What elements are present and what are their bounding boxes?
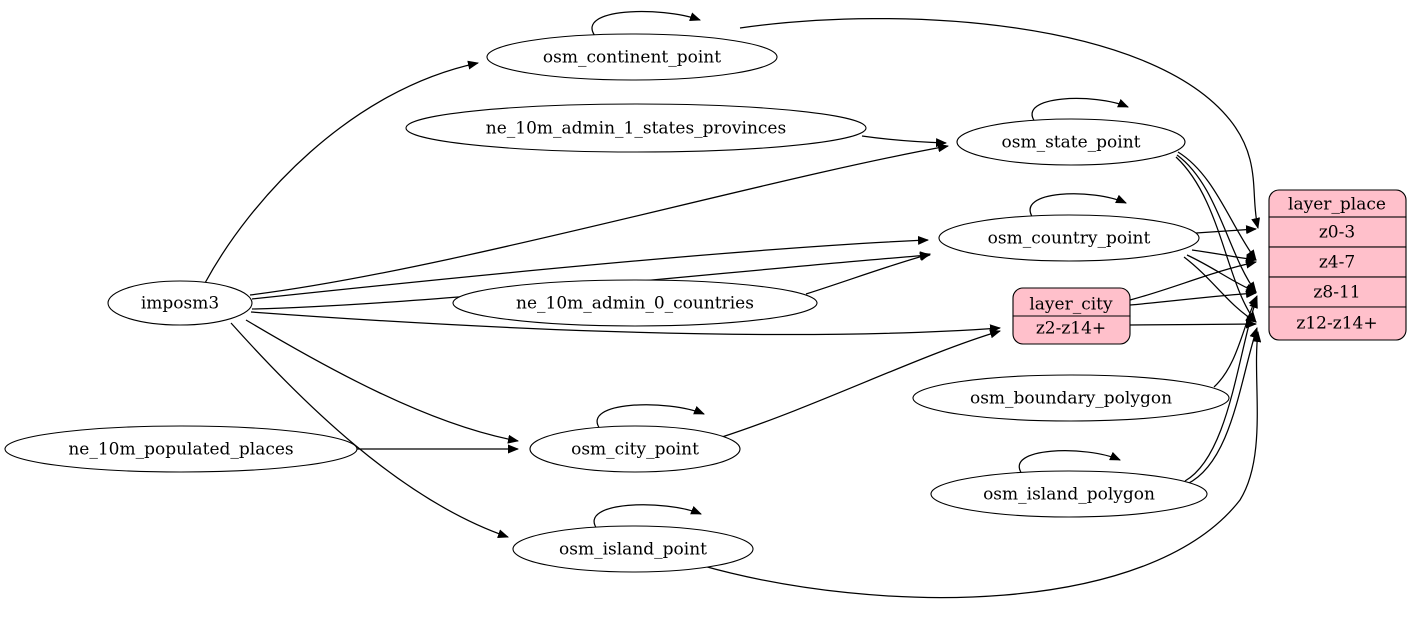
layer_city-header-label: layer_city (1029, 295, 1113, 315)
layer_place-z0-3-label: z0-3 (1319, 223, 1355, 243)
node-layer_city[interactable]: layer_city z2-z14+ (1012, 287, 1131, 345)
edge-osm_state_point-to-layer_place-z4-7 (1177, 151, 1257, 261)
node-layer_place[interactable]: layer_place z0-3 z4-7 z8-11 z12-z14+ (1268, 189, 1407, 341)
node-label-osm_boundary_polygon: osm_boundary_polygon (970, 389, 1172, 409)
layer_place-header-label: layer_place (1288, 195, 1386, 215)
edge-osm_city_point-to-layer_city-z2 (721, 329, 1001, 438)
edge-ne_admin_1-to-osm_state_point (861, 135, 947, 148)
edge-ne_admin_0-to-osm_country_point (805, 252, 931, 295)
edge-osm_country_point-to-layer_place-z0-3 (1195, 225, 1257, 235)
edge-osm_continent_point-self-loop (591, 10, 701, 37)
layer_place-z4-7-cell[interactable] (1268, 246, 1407, 278)
node-osm_state_point[interactable]: osm_state_point (956, 118, 1186, 166)
edge-osm_island_polygon-self-loop (1018, 450, 1121, 475)
layer_city-z2-cell[interactable] (1012, 315, 1131, 345)
node-osm_city_point[interactable]: osm_city_point (529, 425, 741, 473)
edge-osm_continent_point-to-layer_place-z0-3 (739, 17, 1261, 229)
layer_place-z12-cell[interactable] (1268, 306, 1407, 341)
layer_place-z12-label: z12-z14+ (1296, 314, 1377, 334)
edge-osm_country_point-to-layer_place-z12 (1183, 256, 1257, 323)
node-label-osm_continent_point: osm_continent_point (543, 48, 721, 68)
edge-imposm3-to-layer_city (250, 311, 1001, 336)
node-ne_10m_admin_0_countries[interactable]: ne_10m_admin_0_countries (452, 279, 818, 327)
node-ne_10m_populated_places[interactable]: ne_10m_populated_places (4, 425, 358, 473)
edge-osm_country_point-to-layer_place-z4-7 (1191, 249, 1257, 264)
node-osm_island_polygon[interactable]: osm_island_polygon (930, 470, 1208, 518)
edge-layer_city-to-layer_place-z4-7 (1129, 259, 1257, 301)
node-label-ne_10m_populated_places: ne_10m_populated_places (68, 440, 293, 460)
edge-layer_city-z2-to-layer_place-z12 (1129, 319, 1257, 329)
edge-imposm3-to-osm_state_point (249, 143, 949, 296)
edge-imposm3-to-osm_country_point (251, 235, 929, 300)
layer_place-z0-3-cell[interactable] (1268, 216, 1407, 248)
node-osm_country_point[interactable]: osm_country_point (938, 214, 1200, 262)
node-osm_continent_point[interactable]: osm_continent_point (486, 33, 778, 81)
node-imposm3[interactable]: imposm3 (107, 280, 253, 326)
edge-osm_island_point-self-loop (593, 504, 702, 530)
edge-osm_state_point-self-loop (1031, 97, 1129, 123)
layer_city-z2-label: z2-z14+ (1036, 319, 1106, 339)
node-label-osm_city_point: osm_city_point (571, 440, 699, 460)
node-osm_island_point[interactable]: osm_island_point (512, 525, 754, 573)
node-label-osm_island_point: osm_island_point (559, 540, 707, 560)
edge-osm_state_point-to-layer_place-z8-11 (1176, 154, 1257, 293)
edge-osm_boundary_polygon-to-layer_place-z8-11 (1213, 295, 1258, 388)
node-osm_boundary_polygon[interactable]: osm_boundary_polygon (912, 374, 1230, 422)
edge-osm_island_polygon-to-layer_place-z8-11 (1184, 297, 1258, 482)
layer_place-z4-7-label: z4-7 (1319, 253, 1355, 273)
node-layer: imposm3 ne_10m_populated_places ne_10m_a… (4, 33, 1407, 573)
node-label-ne_10m_admin_0_countries: ne_10m_admin_0_countries (516, 294, 754, 314)
edge-osm_city_point-self-loop (596, 404, 705, 430)
node-label-osm_island_polygon: osm_island_polygon (983, 485, 1155, 505)
edge-osm_island_point-to-layer_place-z12 (699, 331, 1262, 599)
edge-imposm3-to-osm_city_point (245, 319, 519, 444)
node-label-ne_10m_admin_1_states_provinces: ne_10m_admin_1_states_provinces (486, 119, 786, 139)
node-label-osm_country_point: osm_country_point (988, 229, 1151, 249)
edge-layer_city-to-layer_place-z8-11 (1129, 289, 1257, 306)
edge-osm_state_point-to-layer_place-z12 (1175, 156, 1257, 323)
node-label-imposm3: imposm3 (141, 294, 219, 314)
node-ne_10m_admin_1_states_provinces[interactable]: ne_10m_admin_1_states_provinces (405, 103, 867, 153)
edge-layer (204, 10, 1262, 599)
edge-imposm3-to-osm_continent_point (204, 60, 479, 284)
edge-osm_country_point-self-loop (1029, 193, 1127, 219)
edge-osm_country_point-to-layer_place-z8-11 (1186, 254, 1257, 293)
layer_place-z8-11-label: z8-11 (1313, 283, 1360, 303)
edge-osm_island_polygon-to-layer_place-z12 (1186, 327, 1259, 485)
layer_place-z8-11-cell[interactable] (1268, 276, 1407, 308)
node-label-osm_state_point: osm_state_point (1002, 133, 1141, 153)
